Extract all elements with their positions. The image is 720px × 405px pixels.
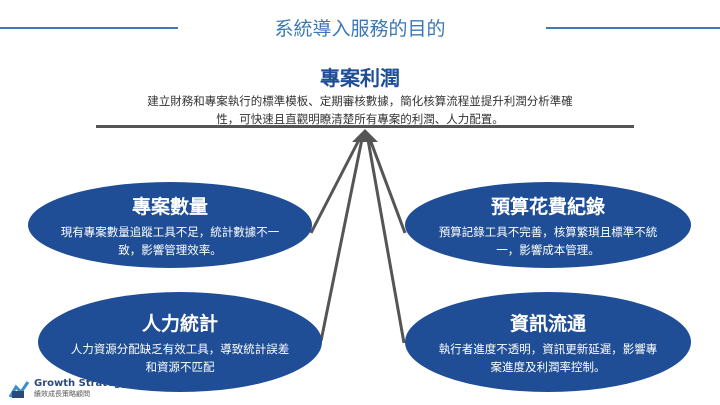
ellipse-shape — [28, 182, 312, 268]
item-title: 專案數量 — [131, 195, 208, 218]
logo-subtitle: 績效成長策略顧問 — [34, 390, 90, 398]
item-text: 預算記錄工具不完善，核算繁瑣且標準不統一，影響成本管理。 — [438, 224, 658, 257]
item-project-count: 專案數量 現有專案數量追蹤工具不足，統計數據不一致，影響管理效率。 — [28, 182, 312, 268]
ellipse-shape — [38, 292, 322, 392]
arrow-line — [309, 133, 364, 234]
arrow-line — [366, 133, 407, 234]
item-title: 預算花費紀錄 — [490, 195, 605, 218]
ellipse-shape — [405, 182, 691, 268]
title-rule-left — [0, 27, 178, 29]
title-rule-right — [546, 27, 720, 29]
item-text: 人力資源分配缺乏有效工具，導致統計誤差和資源不匹配 — [70, 341, 290, 374]
logo-icon — [8, 380, 30, 398]
goal-title: 專案利潤 — [320, 66, 400, 90]
arrow-line — [319, 133, 365, 342]
goal-description: 建立財務和專案執行的標準模板、定期審核數據，簡化核算流程並提升利潤分析準確性，可… — [147, 94, 573, 126]
ellipse-shape — [405, 292, 691, 392]
item-text: 執行者進度不透明，資訊更新延遲，影響專案進度及利潤率控制。 — [438, 341, 658, 374]
item-manpower-stats: 人力統計 人力資源分配缺乏有效工具，導致統計誤差和資源不匹配 — [38, 294, 322, 390]
arrow-line — [365, 133, 406, 344]
item-text: 現有專案數量追蹤工具不足，統計數據不一致，影響管理效率。 — [60, 224, 280, 257]
logo-name: Growth Strategy — [34, 378, 128, 389]
arrow-head-icon — [352, 129, 378, 142]
balance-bar — [96, 125, 634, 128]
item-budget-record: 預算花費紀錄 預算記錄工具不完善，核算繁瑣且標準不統一，影響成本管理。 — [405, 182, 691, 268]
item-title: 資訊流通 — [509, 312, 586, 335]
item-info-flow: 資訊流通 執行者進度不透明，資訊更新延遲，影響專案進度及利潤率控制。 — [405, 294, 691, 390]
page-title: 系統導入服務的目的 — [274, 18, 446, 40]
item-title: 人力統計 — [141, 312, 218, 335]
